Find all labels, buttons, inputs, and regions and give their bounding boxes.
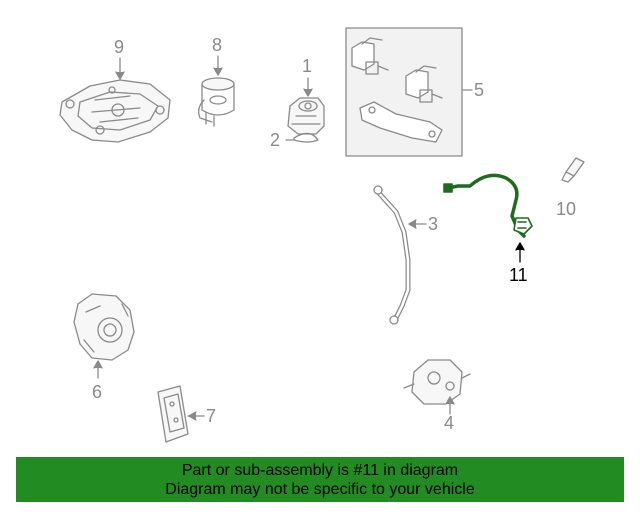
- part-5-bracket: [359, 101, 443, 143]
- callout-3: 3: [428, 214, 439, 234]
- part-9-plate: [59, 79, 171, 143]
- part-10-sensor: [561, 157, 585, 183]
- part-7-plate: [157, 385, 189, 443]
- callout-10: 10: [556, 199, 577, 219]
- part-1-valve: [287, 97, 325, 135]
- callout-7: 7: [206, 406, 217, 426]
- callout-6: 6: [92, 382, 103, 402]
- info-banner: Part or sub-assembly is #11 in diagram D…: [16, 457, 624, 502]
- callout-1: 1: [302, 56, 313, 76]
- callout-9: 9: [114, 37, 125, 57]
- parts-diagram: [59, 27, 585, 443]
- banner-line-1: Part or sub-assembly is #11 in diagram: [181, 462, 459, 479]
- callout-2: 2: [270, 130, 281, 150]
- banner-line-2: Diagram may not be specific to your vehi…: [165, 481, 475, 498]
- part-4-actuator: [403, 359, 471, 405]
- part-5-solenoids: [351, 37, 443, 103]
- callout-11: 11: [509, 265, 528, 285]
- callout-8: 8: [212, 35, 223, 55]
- callout-4: 4: [444, 413, 455, 433]
- part-11-oxygen-sensor: [443, 173, 533, 238]
- part-8-canister: [198, 77, 235, 127]
- callout-5: 5: [474, 80, 485, 100]
- part-6-pump: [73, 293, 135, 361]
- part-2-gasket: [293, 132, 319, 143]
